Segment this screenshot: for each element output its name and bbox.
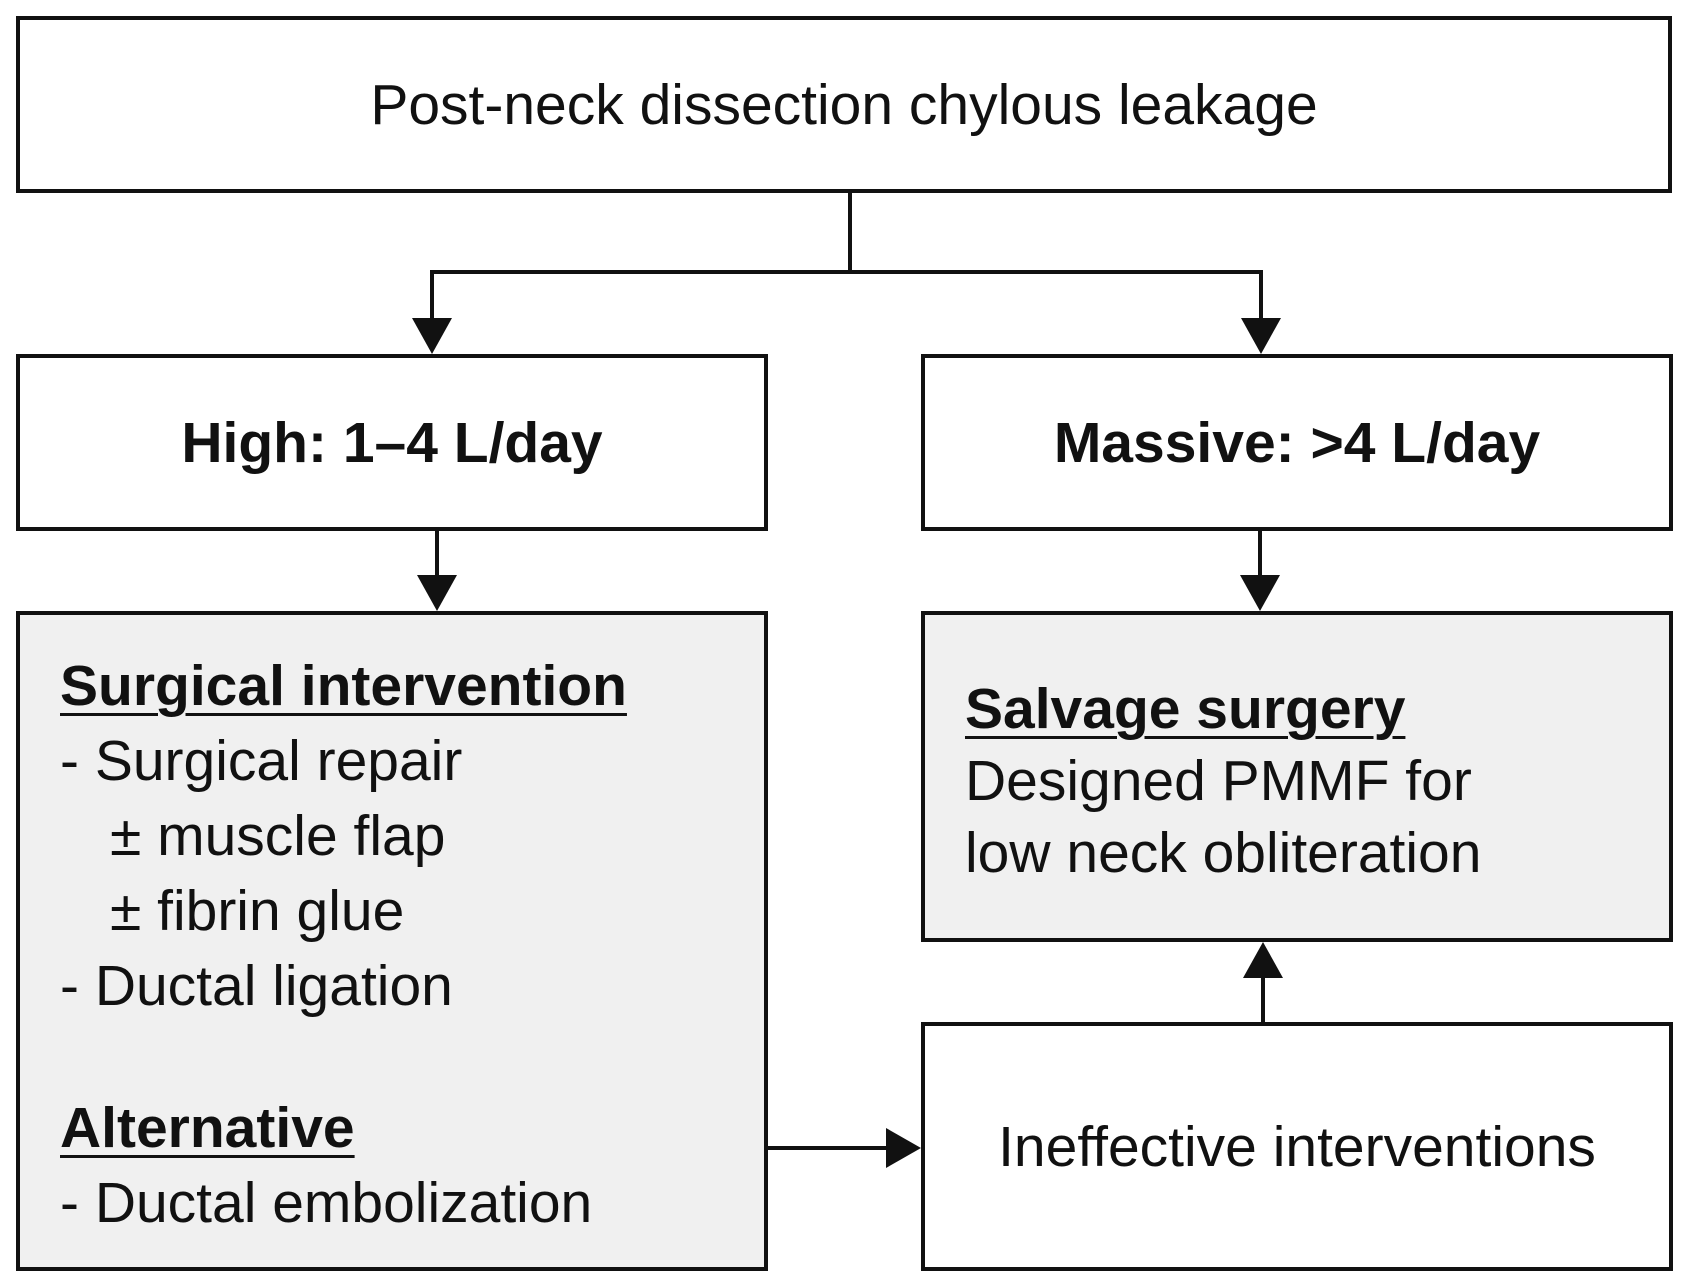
surgical-intervention-heading: Surgical intervention: [60, 654, 627, 718]
arrow-to-surgical: [417, 575, 457, 611]
arrow-to-high: [412, 318, 452, 354]
node-surgical-intervention: Surgical intervention - Surgical repair …: [16, 611, 768, 1271]
alternative-line-embolization: - Ductal embolization: [60, 1171, 593, 1235]
node-chylous-leakage: Post-neck dissection chylous leakage: [16, 16, 1672, 193]
salvage-line-2: low neck obliteration: [965, 821, 1482, 885]
arrow-to-ineffective: [886, 1128, 921, 1168]
salvage-line-1: Designed PMMF for: [965, 749, 1472, 813]
node-ineffective-interventions-text: Ineffective interventions: [998, 1114, 1596, 1179]
node-high-output: High: 1–4 L/day: [16, 354, 768, 531]
salvage-surgery-heading: Salvage surgery: [965, 677, 1406, 741]
node-chylous-leakage-text: Post-neck dissection chylous leakage: [370, 72, 1318, 137]
node-high-output-text: High: 1–4 L/day: [181, 410, 603, 475]
arrow-up-to-salvage: [1243, 942, 1283, 978]
arrow-to-salvage: [1240, 575, 1280, 611]
spacer: [60, 1024, 764, 1091]
alternative-heading: Alternative: [60, 1096, 355, 1160]
surgical-line-fibrin-glue: ± fibrin glue: [110, 879, 405, 943]
node-ineffective-interventions: Ineffective interventions: [921, 1022, 1673, 1271]
node-massive-output: Massive: >4 L/day: [921, 354, 1673, 531]
surgical-line-ductal-ligation: - Ductal ligation: [60, 954, 453, 1018]
node-salvage-surgery: Salvage surgery Designed PMMF for low ne…: [921, 611, 1673, 942]
arrow-to-massive: [1241, 318, 1281, 354]
surgical-line-repair: - Surgical repair: [60, 729, 463, 793]
node-massive-output-text: Massive: >4 L/day: [1053, 410, 1541, 475]
surgical-line-muscle-flap: ± muscle flap: [110, 804, 446, 868]
